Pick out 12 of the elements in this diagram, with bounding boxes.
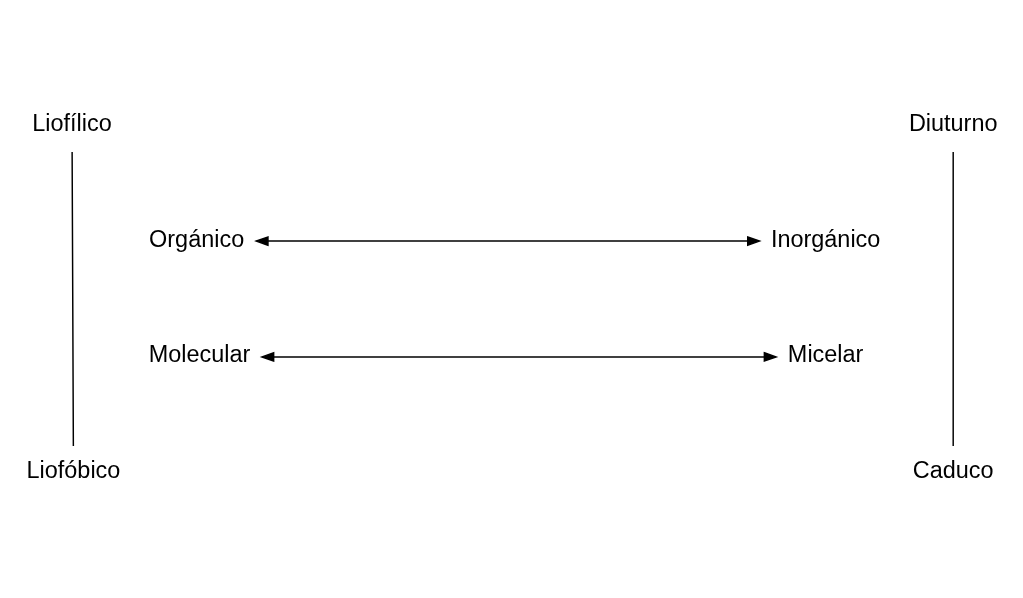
node-text: Micelar [787,341,864,368]
node-text: Inorgánico [770,225,881,252]
node-text: Liofóbico [26,457,121,484]
arrow [259,351,779,363]
node-text: Orgánico [149,225,245,252]
arrow [254,235,762,247]
node-text: Caduco [912,457,994,484]
node-text: Diuturno [908,109,998,136]
node-text: Molecular [148,341,251,368]
node-text: Liofílico [32,109,112,136]
connector [71,151,75,447]
connector [952,151,954,447]
